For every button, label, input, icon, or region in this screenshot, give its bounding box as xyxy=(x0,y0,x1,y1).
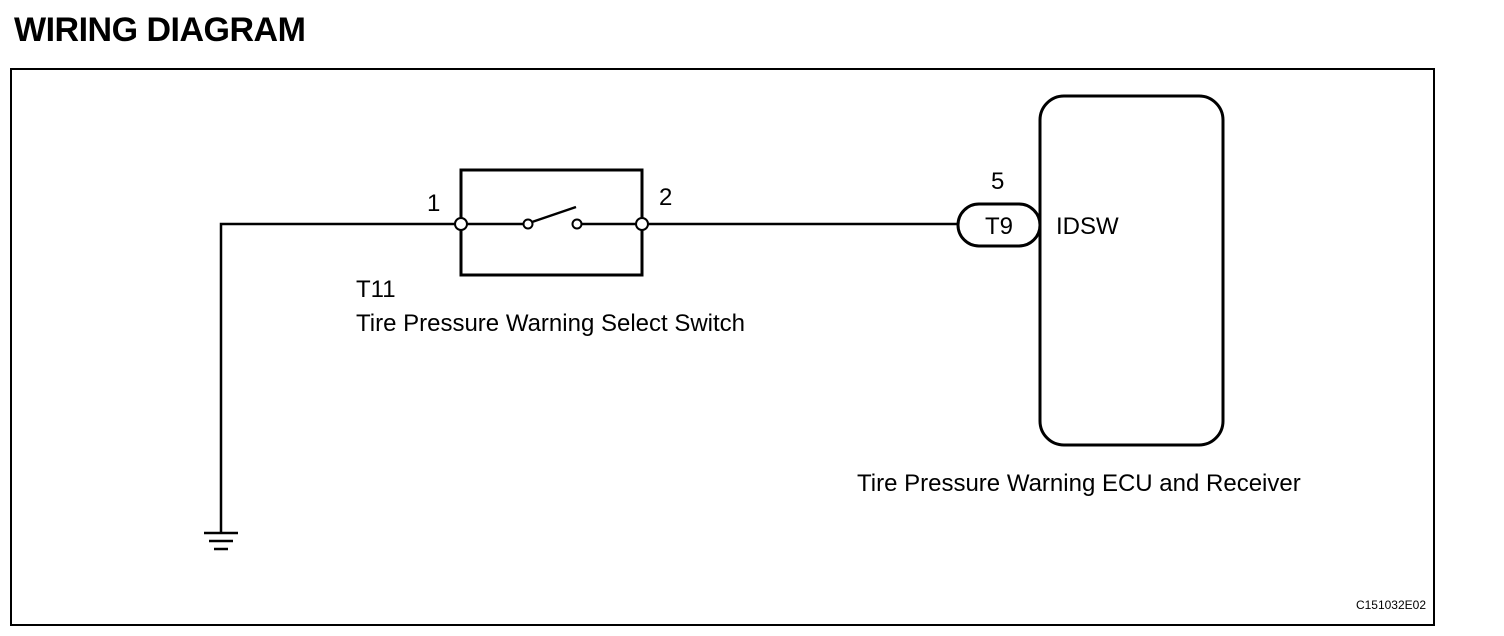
figure-id: C151032E02 xyxy=(1356,598,1426,612)
switch-pin-1-label: 1 xyxy=(427,190,440,217)
switch-box xyxy=(459,168,644,277)
ground-wire xyxy=(219,222,456,532)
ground-icon xyxy=(204,531,238,551)
switch-terminal-1 xyxy=(454,217,468,231)
switch-pin-2-label: 2 xyxy=(659,184,672,211)
ecu-connector-code: T9 xyxy=(985,213,1013,240)
ecu-box xyxy=(1038,94,1225,447)
page-title: WIRING DIAGRAM xyxy=(14,11,306,49)
switch-contact-icon xyxy=(466,205,637,230)
ecu-name: Tire Pressure Warning ECU and Receiver xyxy=(857,470,1301,497)
diagram-frame xyxy=(10,68,1435,626)
ecu-pin-label: 5 xyxy=(991,168,1004,195)
ecu-terminal-name: IDSW xyxy=(1056,213,1119,240)
switch-connector-code: T11 xyxy=(356,276,396,303)
switch-name: Tire Pressure Warning Select Switch xyxy=(356,310,745,337)
switch-terminal-2 xyxy=(635,217,649,231)
